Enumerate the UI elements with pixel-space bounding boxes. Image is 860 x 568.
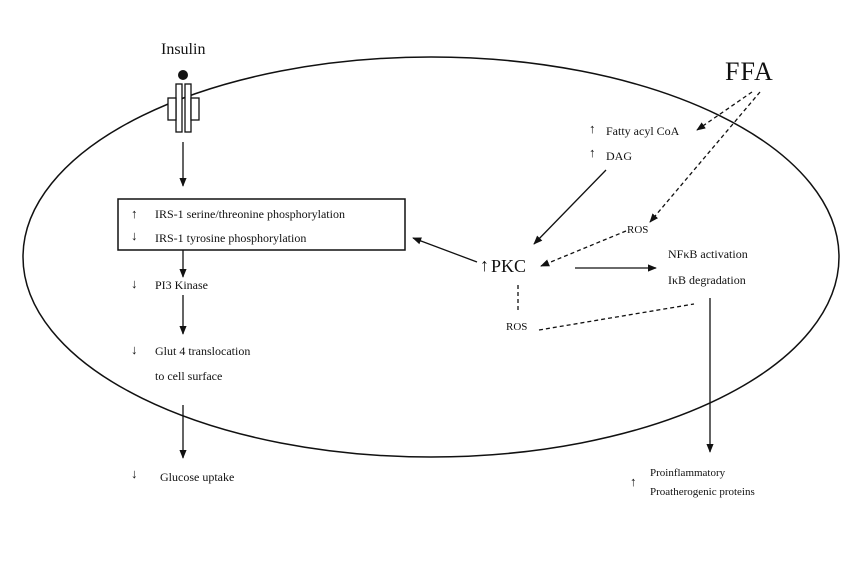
insulin-receptor-icon	[167, 83, 200, 133]
arrow-ros-to-pkc	[540, 230, 627, 267]
pkc-label: PKC	[491, 256, 527, 276]
arrow-ffa-to-ros	[649, 91, 761, 223]
dag-up-arrow: ↑	[589, 145, 596, 160]
pi3k-label: PI3 Kinase	[155, 278, 208, 292]
insulin-label: Insulin	[161, 41, 206, 58]
irs-tyrosine-label: IRS-1 tyrosine phosphorylation	[155, 231, 307, 245]
glut4-label-line1: Glut 4 translocation	[155, 344, 251, 358]
glut4-label-line2: to cell surface	[155, 369, 223, 383]
irs-tyrosine-down-arrow: ↓	[131, 228, 138, 243]
proinflam-up-arrow: ↑	[630, 474, 637, 489]
nfkb-label: NFκB activation	[668, 247, 748, 261]
ros-lower-label: ROS	[506, 321, 528, 333]
fatty-acyl-up-arrow: ↑	[589, 121, 596, 136]
arrow-ffa-to-fattyacyl	[696, 91, 753, 131]
ffa-label: FFA	[725, 57, 774, 86]
ikb-label: IκB degradation	[668, 273, 746, 287]
glucose-label: Glucose uptake	[160, 470, 235, 484]
cell-membrane	[22, 56, 840, 458]
fatty-acyl-label: Fatty acyl CoA	[606, 124, 680, 138]
irs-box	[117, 198, 406, 251]
proatherogenic-label: Proatherogenic proteins	[650, 486, 755, 498]
arrow-dag-to-pkc	[533, 169, 607, 245]
dag-label: DAG	[606, 149, 632, 163]
pkc-up-arrow: ↑	[480, 255, 489, 275]
glucose-down-arrow: ↓	[131, 466, 138, 481]
arrow-pkc-to-irs	[412, 237, 478, 263]
insulin-ligand-icon	[178, 70, 188, 80]
glut4-down-arrow: ↓	[131, 342, 138, 357]
pi3k-down-arrow: ↓	[131, 276, 138, 291]
proinflammatory-label: Proinflammatory	[650, 467, 726, 479]
link-ros-to-nfkb	[538, 303, 695, 331]
ros-upper-label: ROS	[627, 224, 649, 236]
irs-serine-up-arrow: ↑	[131, 206, 138, 221]
irs-serine-label: IRS-1 serine/threonine phosphorylation	[155, 207, 345, 221]
